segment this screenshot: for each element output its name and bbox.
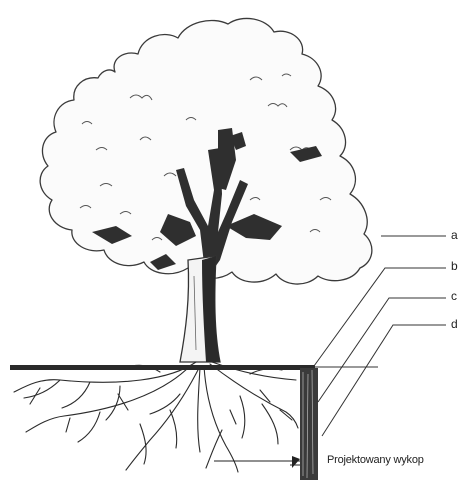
label-c: c (451, 290, 457, 302)
leader-line-c (318, 298, 446, 402)
ground-section (10, 365, 378, 480)
label-d: d (451, 318, 458, 330)
excavation-caption: Projektowany wykop (327, 454, 424, 466)
excavation-arrow (214, 456, 300, 468)
leader-line-b (314, 268, 446, 366)
tree-trunk (180, 256, 220, 362)
label-b: b (451, 260, 458, 272)
tree-roots (14, 362, 298, 472)
label-a: a (451, 229, 458, 241)
leader-line-d (322, 325, 446, 436)
